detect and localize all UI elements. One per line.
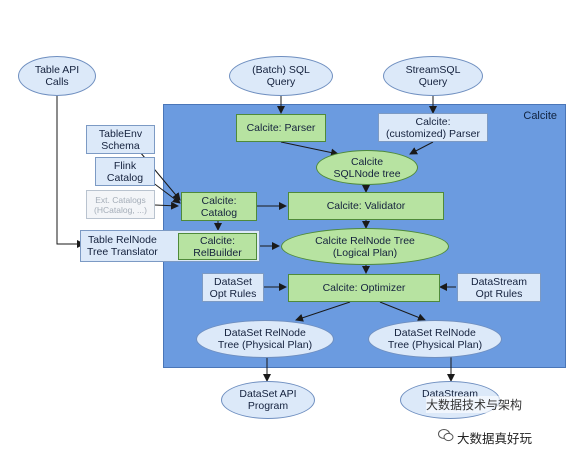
calcite-catalog-node: Calcite: Catalog bbox=[181, 192, 257, 221]
calcite-optimizer-node: Calcite: Optimizer bbox=[288, 274, 440, 302]
tableenv-schema-node: TableEnv Schema bbox=[86, 125, 155, 154]
watermark-line-2: 大数据真好玩 bbox=[457, 432, 533, 446]
flink-catalog-node: Flink Catalog bbox=[95, 157, 155, 186]
table-api-calls-node: Table API Calls bbox=[18, 56, 96, 96]
calcite-validator-node: Calcite: Validator bbox=[288, 192, 444, 220]
calcite-custom-parser-node: Calcite: (customized) Parser bbox=[378, 113, 488, 142]
wechat-icon bbox=[438, 429, 454, 442]
calcite-parser-node: Calcite: Parser bbox=[236, 114, 326, 142]
datastream-physical-plan-node: DataSet RelNode Tree (Physical Plan) bbox=[368, 320, 502, 358]
calcite-panel-title: Calcite bbox=[523, 110, 557, 122]
relnode-tree-logical-node: Calcite RelNode Tree (Logical Plan) bbox=[281, 228, 449, 265]
streamsql-query-node: StreamSQL Query bbox=[383, 56, 483, 96]
datastream-opt-rules-node: DataStream Opt Rules bbox=[457, 273, 541, 302]
dataset-api-program-node: DataSet API Program bbox=[221, 381, 315, 419]
ext-catalogs-node: Ext. Catalogs (HCatalog, ...) bbox=[86, 190, 155, 219]
dataset-physical-plan-node: DataSet RelNode Tree (Physical Plan) bbox=[196, 320, 334, 358]
calcite-relbuilder-node: Calcite: RelBuilder bbox=[178, 233, 257, 260]
sqlnode-tree-node: Calcite SQLNode tree bbox=[316, 150, 418, 185]
dataset-opt-rules-node: DataSet Opt Rules bbox=[202, 273, 264, 302]
watermark-line-1: 大数据技术与架构 bbox=[426, 396, 523, 413]
translator-label: Table RelNode Tree Translator bbox=[87, 234, 158, 258]
batch-sql-query-node: (Batch) SQL Query bbox=[229, 56, 333, 96]
